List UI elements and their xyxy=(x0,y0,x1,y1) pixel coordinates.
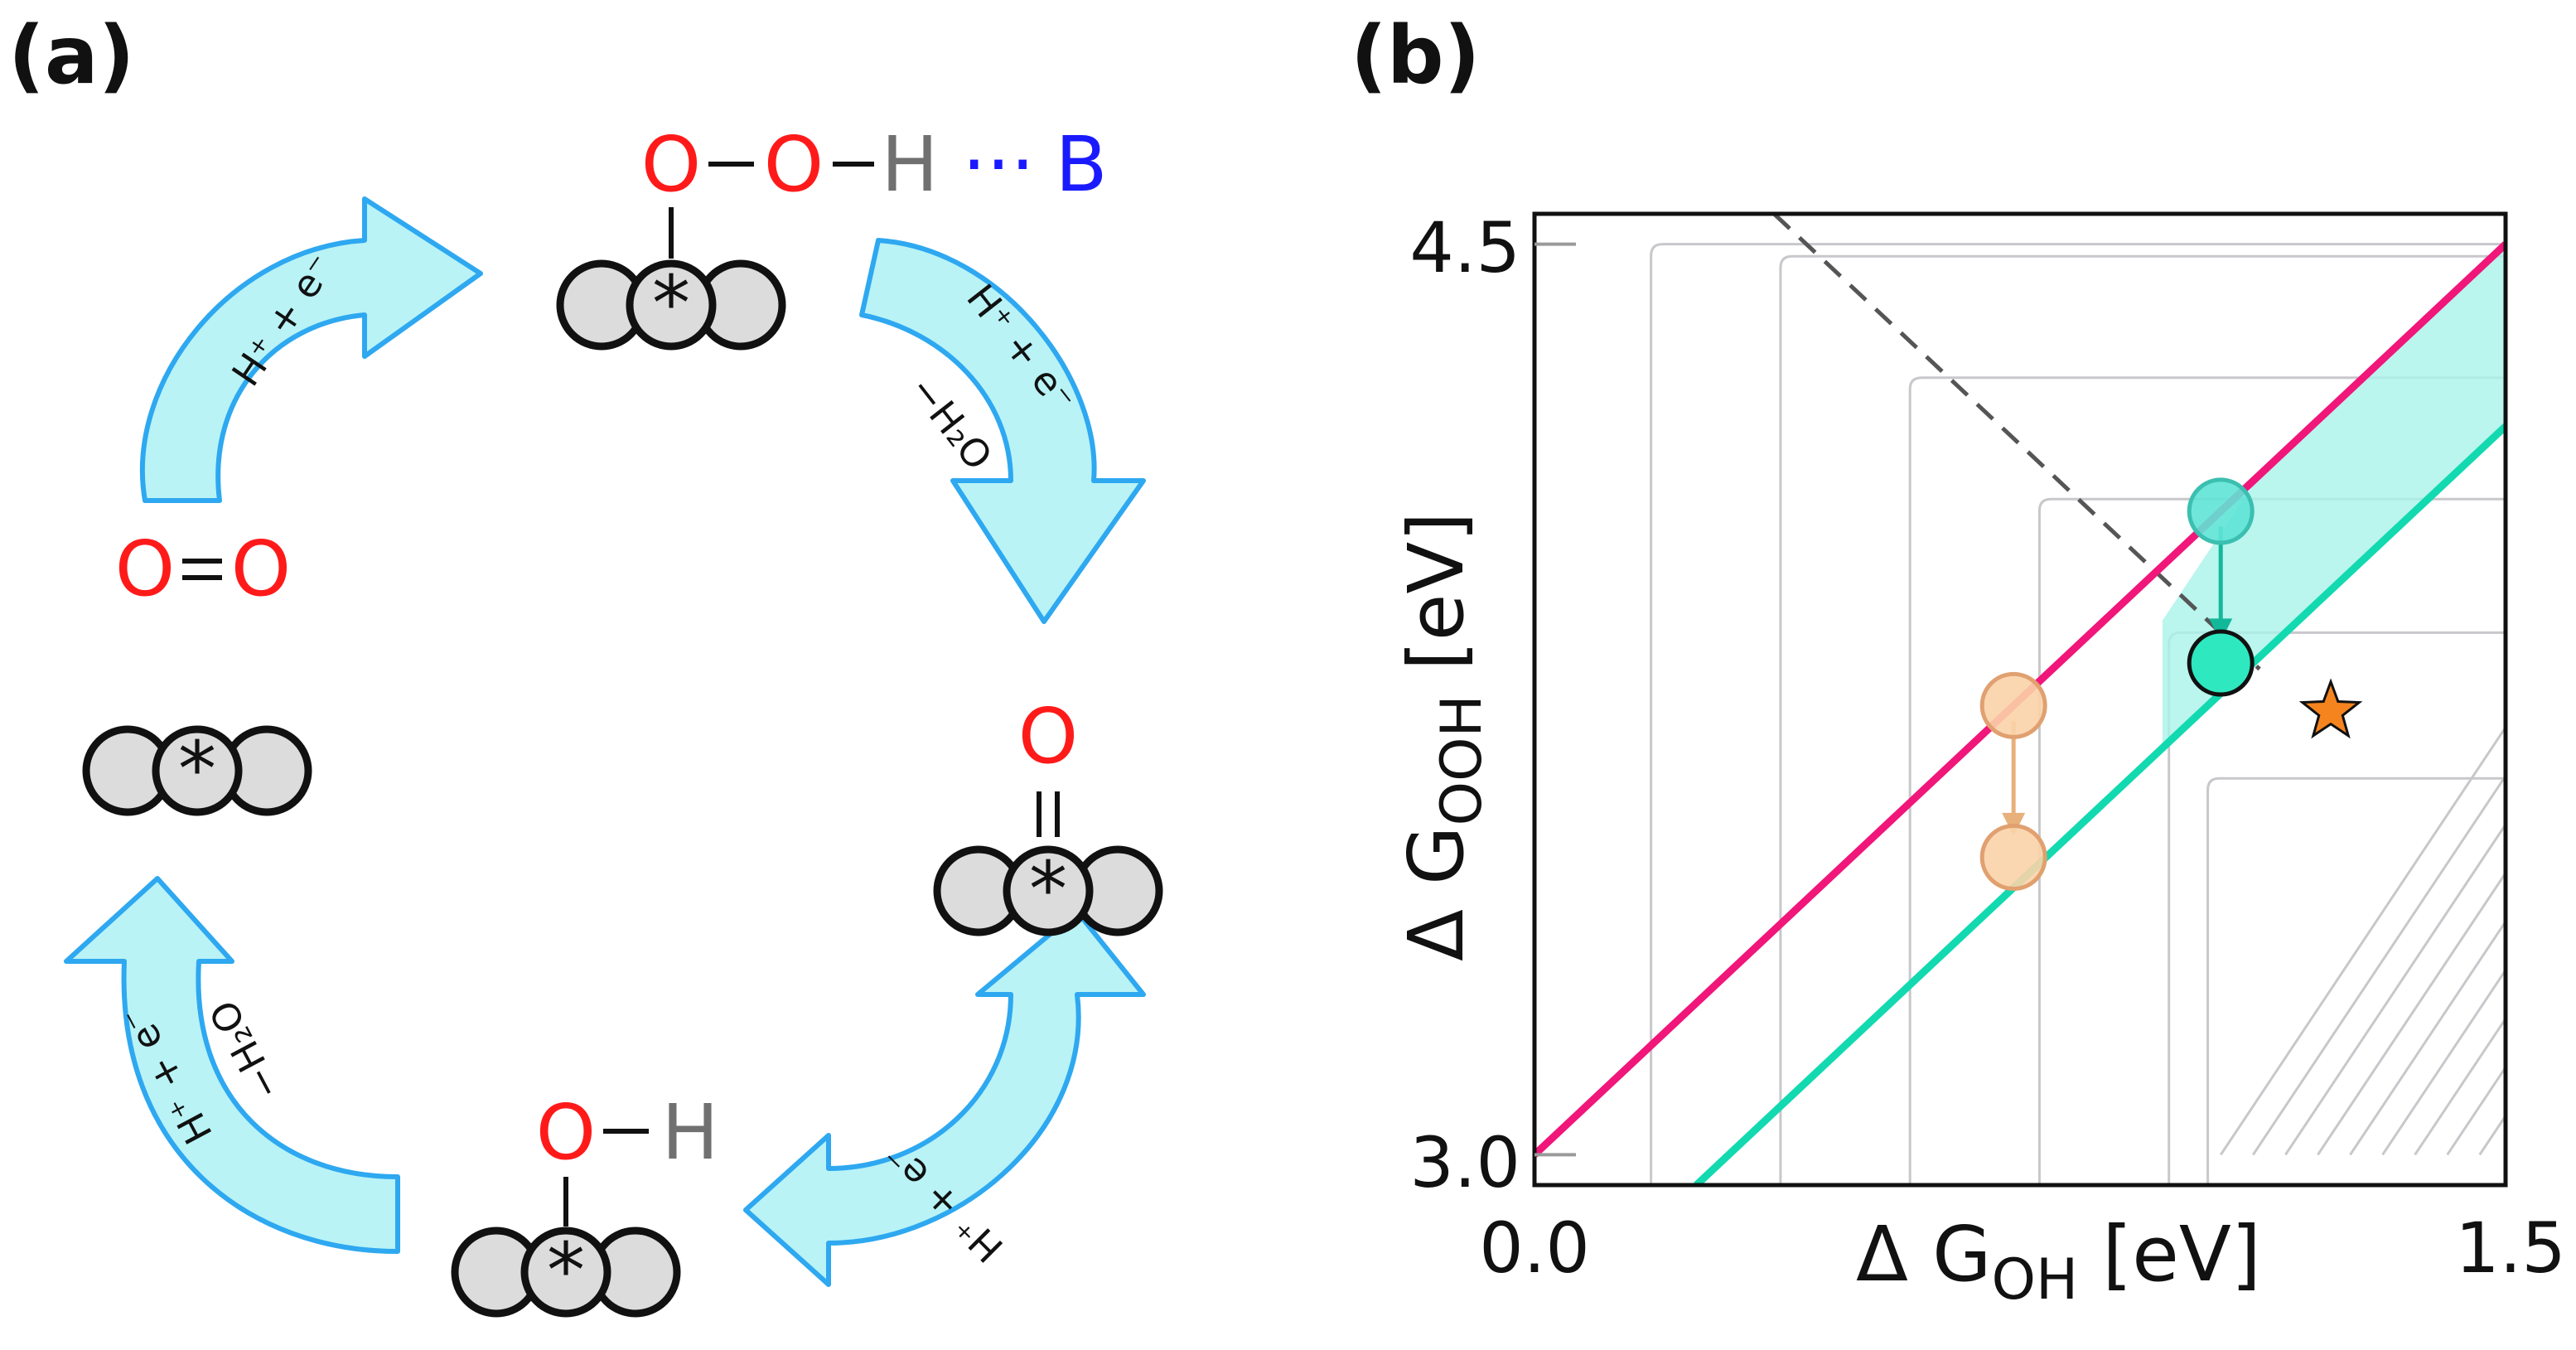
contour-line xyxy=(2414,1016,2506,1156)
contour-line xyxy=(2284,822,2506,1156)
o-oxygen: O xyxy=(1018,692,1078,781)
oh-oxygen: O xyxy=(536,1088,596,1177)
o2-oxygen-2: O xyxy=(231,525,291,613)
arrow-oh-to-site: H⁺ + e⁻ −H₂O xyxy=(64,876,400,1254)
contour-line xyxy=(1650,243,2506,1185)
series-line-2 xyxy=(1694,423,2506,1185)
site-star-o: * xyxy=(1029,845,1067,934)
contour-line xyxy=(1779,254,2506,1185)
x-tick-label-min: 0.0 xyxy=(1479,1207,1590,1289)
contour-line xyxy=(2478,1113,2506,1156)
contour-line xyxy=(2037,497,2506,1185)
contour-line xyxy=(2446,1065,2506,1156)
hydrogen-bond-dots: ··· xyxy=(962,120,1035,209)
arrow-o-to-oh: H⁺ + e⁻ xyxy=(743,909,1146,1287)
ooh-hydrogen: H xyxy=(881,120,938,209)
contour-line xyxy=(2317,870,2506,1156)
contour-line xyxy=(1908,376,2506,1185)
dashed-guide-line xyxy=(1772,214,2261,671)
site-star-ooh: * xyxy=(652,259,690,348)
contour-line xyxy=(2206,777,2506,1185)
data-point-2 xyxy=(1979,823,2047,891)
site-star-oh: * xyxy=(547,1227,585,1315)
optimum-star-marker xyxy=(2298,678,2363,739)
state-bare-site: * xyxy=(86,725,308,814)
ooh-oxygen-1: O xyxy=(641,120,701,209)
y-tick-label-min: 3.0 xyxy=(1409,1122,1520,1203)
panel-b-label: (b) xyxy=(1351,9,1480,102)
contour-line xyxy=(2349,919,2506,1156)
o2-oxygen-1: O xyxy=(115,525,175,613)
y-axis-label: Δ GOOH [eV] xyxy=(1392,512,1495,961)
data-point-1 xyxy=(1979,671,2047,739)
data-point-3 xyxy=(2187,477,2255,545)
volcano-plot xyxy=(1532,211,2508,1188)
state-o: O * xyxy=(937,692,1159,934)
shaded-area xyxy=(2162,244,2506,748)
base-label: B xyxy=(1055,120,1107,209)
panel-a-label: (a) xyxy=(8,9,135,102)
shaded-region xyxy=(2162,244,2506,748)
arrow-ooh-to-o: H⁺ + e⁻ −H₂O xyxy=(859,238,1146,624)
contour-line xyxy=(2219,724,2506,1156)
contour-line xyxy=(2381,967,2506,1156)
axis-ticks xyxy=(1534,242,1576,1157)
plot-frame xyxy=(1532,211,2508,1188)
site-star-bare: * xyxy=(178,725,216,814)
state-oh: O H * xyxy=(455,1088,719,1315)
x-axis-label: Δ GOH [eV] xyxy=(1856,1210,2261,1313)
oh-hydrogen: H xyxy=(661,1088,718,1177)
ooh-oxygen-2: O xyxy=(764,120,824,209)
x-tick-label-max: 1.5 xyxy=(2455,1207,2566,1289)
state-ooh: O O H ··· B * xyxy=(560,120,1108,348)
state-o2: O O xyxy=(115,525,291,613)
data-marks xyxy=(1979,477,2363,891)
y-tick-label-max: 4.5 xyxy=(1409,207,1520,288)
data-point-4 xyxy=(2187,629,2255,697)
contour-line xyxy=(2252,773,2506,1156)
arrow-adsorption-ooh: H⁺ + e⁻ xyxy=(139,196,483,503)
